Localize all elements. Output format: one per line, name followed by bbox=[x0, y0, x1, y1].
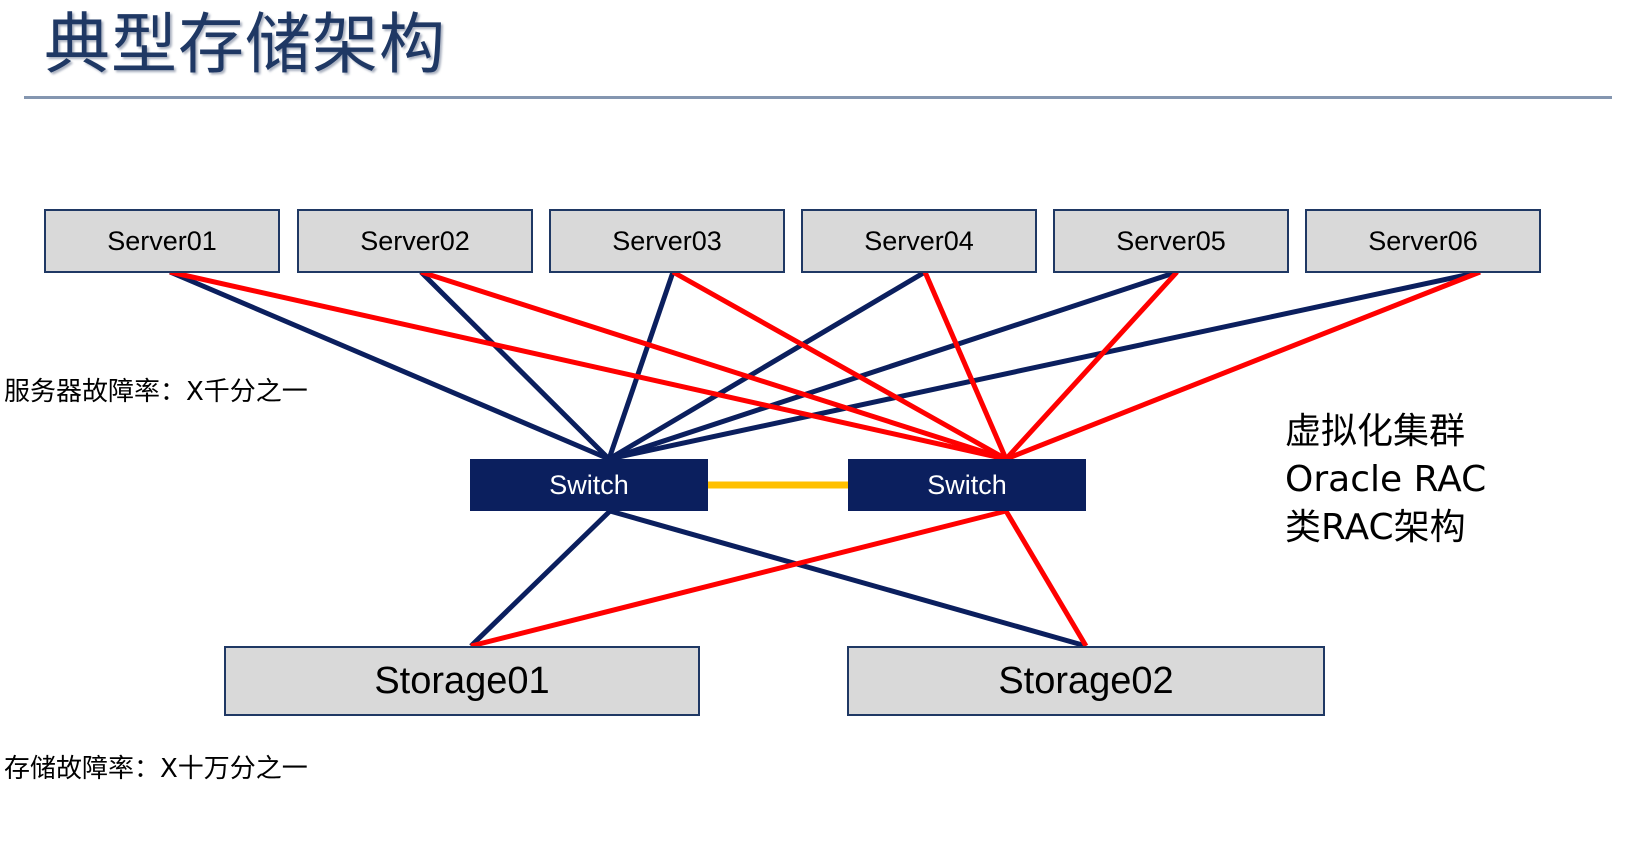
link-switcha-to-storage02 bbox=[609, 508, 1087, 649]
link-server04-to-switch-a bbox=[607, 269, 927, 462]
link-server01-to-switch-b bbox=[169, 269, 1007, 462]
node-server-03[interactable]: Server03 bbox=[549, 209, 785, 273]
link-switchb-to-storage02 bbox=[1003, 509, 1089, 648]
node-label: Storage01 bbox=[374, 659, 550, 702]
link-switcha-to-storage01 bbox=[469, 509, 612, 648]
link-server04-to-switch-b bbox=[922, 271, 1009, 460]
node-label: Server06 bbox=[1368, 225, 1478, 256]
node-label: Server02 bbox=[360, 225, 470, 256]
node-server-06[interactable]: Server06 bbox=[1305, 209, 1541, 273]
node-label: Switch bbox=[927, 469, 1007, 500]
node-server-05[interactable]: Server05 bbox=[1053, 209, 1289, 273]
node-label: Server01 bbox=[107, 225, 217, 256]
link-server02-to-switch-b bbox=[420, 269, 1007, 462]
link-switchb-to-storage01 bbox=[470, 508, 1007, 649]
annotation-cluster-note: 虚拟化集群 Oracle RAC 类RAC架构 bbox=[1285, 408, 1486, 552]
node-label: Server04 bbox=[864, 225, 974, 256]
link-server02-to-switch-a bbox=[419, 270, 611, 461]
node-server-04[interactable]: Server04 bbox=[801, 209, 1037, 273]
node-label: Storage02 bbox=[998, 659, 1174, 702]
node-label: Server03 bbox=[612, 225, 722, 256]
links-server-to-switch-b bbox=[169, 269, 1481, 462]
page-title: 典型存储架构 bbox=[44, 6, 446, 83]
links-switch-to-storage bbox=[469, 508, 1089, 649]
node-storage-02[interactable]: Storage02 bbox=[847, 646, 1325, 716]
node-label: Switch bbox=[549, 469, 629, 500]
link-server03-to-switch-a bbox=[606, 271, 676, 460]
cluster-note-line-2: Oracle RAC bbox=[1285, 459, 1487, 500]
link-server05-to-switch-a bbox=[608, 269, 1178, 462]
link-server03-to-switch-b bbox=[671, 269, 1008, 462]
link-server05-to-switch-b bbox=[1004, 270, 1179, 461]
node-storage-01[interactable]: Storage01 bbox=[224, 646, 700, 716]
node-label: Server05 bbox=[1116, 225, 1226, 256]
cluster-note-line-3: 类RAC架构 bbox=[1285, 507, 1466, 548]
cluster-note-line-1: 虚拟化集群 bbox=[1285, 411, 1466, 452]
link-server01-to-switch-a bbox=[169, 269, 610, 462]
title-divider bbox=[24, 96, 1612, 99]
links-server-to-switch-a bbox=[169, 269, 1481, 462]
annotation-server-failure-rate: 服务器故障率：X千分之一 bbox=[4, 377, 308, 407]
node-switch-b[interactable]: Switch bbox=[848, 459, 1086, 511]
annotation-storage-failure-rate: 存储故障率：X十万分之一 bbox=[4, 754, 308, 784]
node-server-01[interactable]: Server01 bbox=[44, 209, 280, 273]
node-switch-a[interactable]: Switch bbox=[470, 459, 708, 511]
node-server-02[interactable]: Server02 bbox=[297, 209, 533, 273]
